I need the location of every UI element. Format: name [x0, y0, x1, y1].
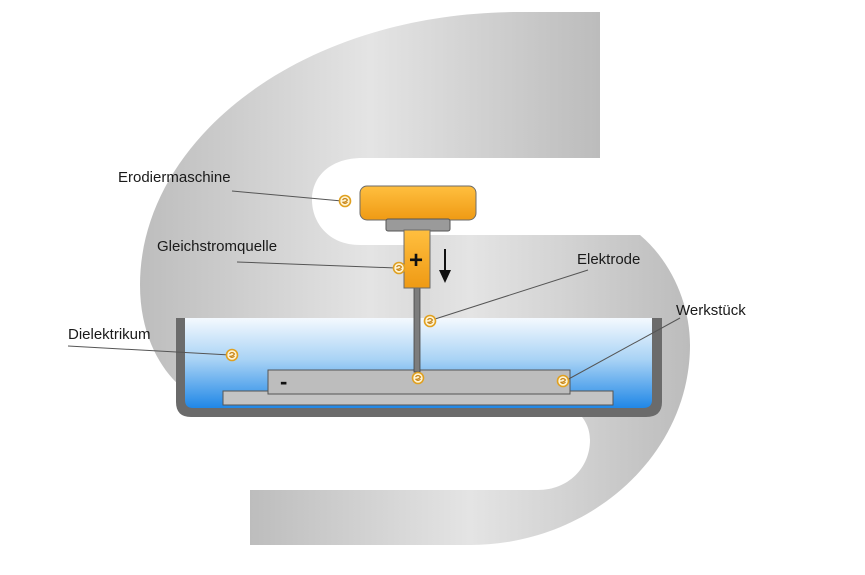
label-workpiece: Werkstück: [676, 302, 746, 319]
label-dielectric: Dielektrikum: [68, 326, 151, 343]
label-electrode: Elektrode: [577, 251, 640, 268]
electrode-polarity-sign: +: [409, 247, 423, 274]
workpiece-polarity-sign: -: [280, 369, 287, 394]
machine-head: [359, 185, 477, 221]
leader-line-workpiece: [564, 317, 681, 382]
gold-spiral-marker-icon: [338, 194, 352, 208]
leader-line-electrode: [431, 269, 589, 321]
leader-line-machine: [231, 190, 343, 202]
gold-spiral-marker-icon: [392, 261, 406, 275]
gold-spiral-marker-icon: [556, 374, 570, 388]
markers: [225, 194, 570, 388]
leader-line-dielectric: [67, 345, 231, 356]
logo-upper-arc: [140, 12, 600, 390]
leader-line-power-source: [236, 261, 397, 269]
label-machine: Erodiermaschine: [118, 169, 231, 186]
electrode-holder: [403, 229, 431, 289]
labels: Erodiermaschine Gleichstromquelle Elektr…: [68, 169, 746, 343]
machine-spindle-mount: [385, 218, 451, 232]
gold-spiral-marker-icon: [423, 314, 437, 328]
gold-spiral-marker-icon: [225, 348, 239, 362]
leader-lines: [67, 190, 681, 382]
electrode-wire: [413, 285, 421, 373]
down-arrow-icon: [439, 249, 451, 283]
erosion-machine: +: [359, 185, 477, 289]
gold-spiral-marker-icon: [411, 371, 425, 385]
label-power-source: Gleichstromquelle: [157, 238, 277, 255]
